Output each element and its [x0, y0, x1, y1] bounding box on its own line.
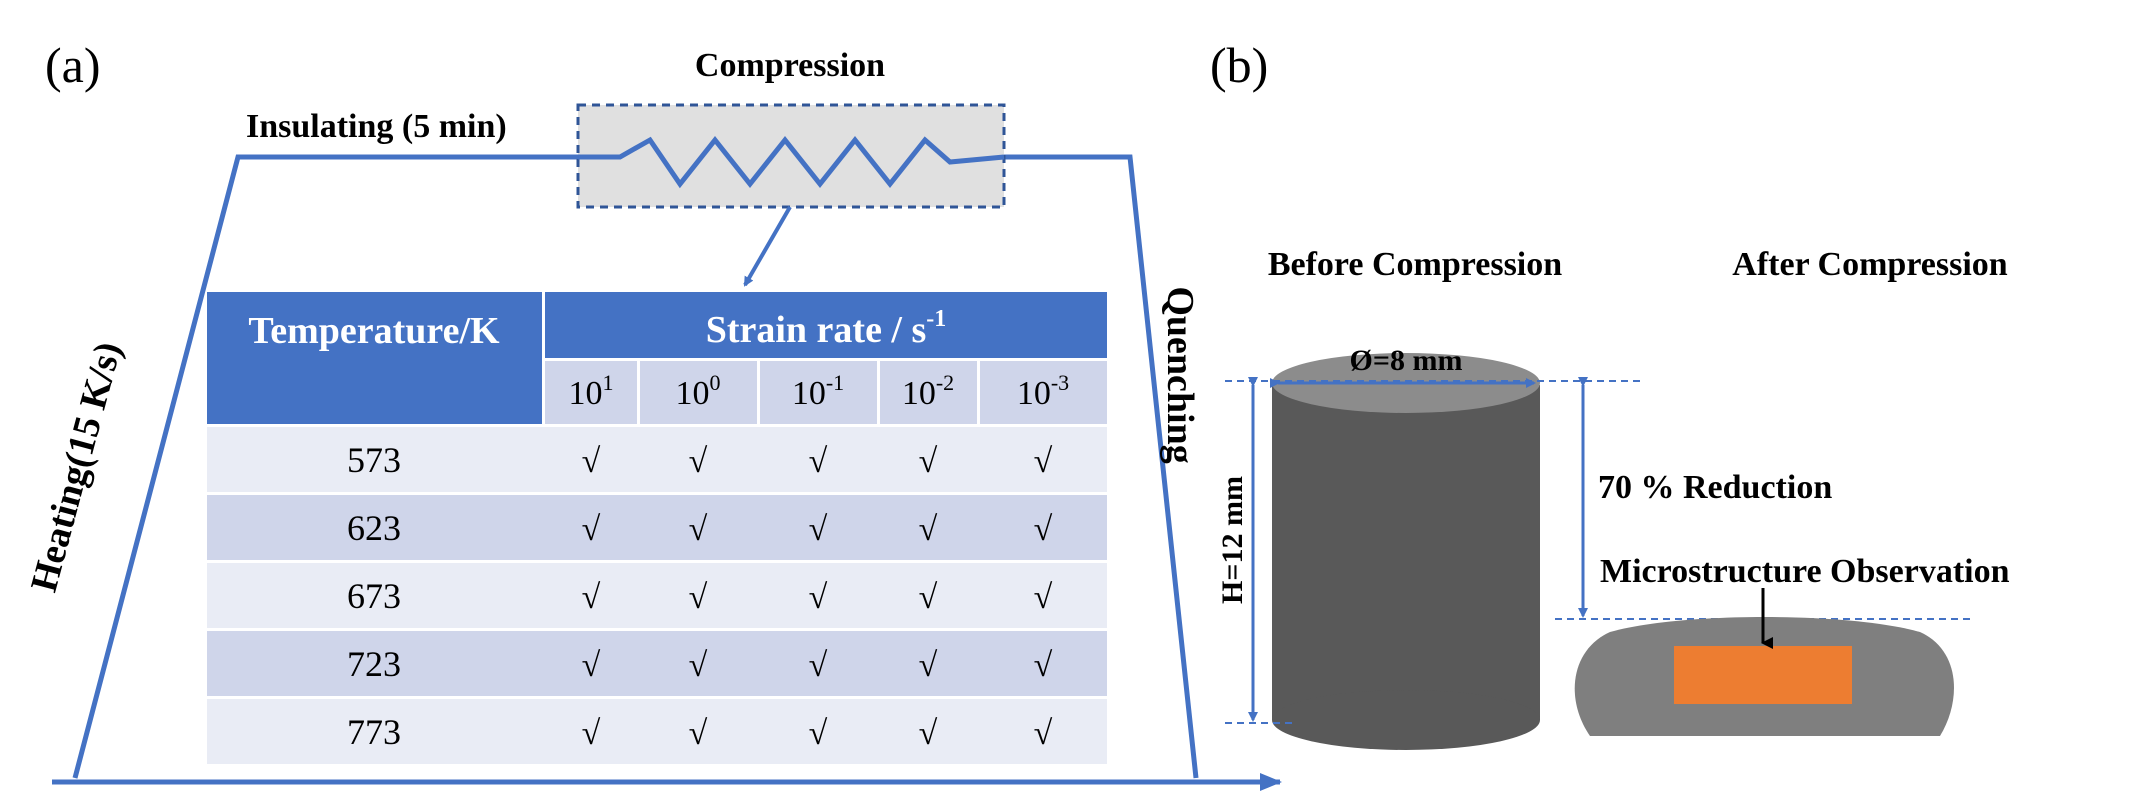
- check-mark: √: [919, 647, 938, 684]
- rate-label: 10-2: [902, 370, 954, 412]
- rate-exponent: 1: [603, 370, 614, 395]
- check-mark: √: [689, 511, 708, 548]
- table-row: 723 √ √ √ √ √: [207, 631, 1107, 696]
- zone-to-table-arrow: [743, 206, 792, 287]
- table-row: 573 √ √ √ √ √: [207, 427, 1107, 492]
- row-background: [207, 631, 1107, 696]
- cylinder-bottom: [1272, 690, 1540, 750]
- compression-zone: [576, 103, 1006, 209]
- reduction-label: 70 % Reduction: [1598, 469, 1832, 506]
- check-mark: √: [582, 579, 601, 616]
- rate-exponent: -2: [936, 370, 954, 395]
- panel-b-label: (b): [1210, 37, 1268, 93]
- rate-exponent: -3: [1051, 370, 1069, 395]
- rate-header-row: 101 100 10-1 10-2 10-3: [545, 361, 1107, 424]
- table-row: 623 √ √ √ √ √: [207, 495, 1107, 560]
- check-mark: √: [582, 647, 601, 684]
- rate-label: 100: [676, 370, 721, 412]
- row-background: [207, 563, 1107, 628]
- rate-label: 10-1: [792, 370, 844, 412]
- row-background: [207, 699, 1107, 764]
- quenching-label: Quenching: [1159, 286, 1201, 463]
- header-strain-cell: [545, 292, 1107, 358]
- rate-base: 10: [902, 375, 936, 412]
- check-mark: √: [809, 579, 828, 616]
- rate-header-cell: [880, 361, 977, 424]
- rate-header-cell: [980, 361, 1107, 424]
- temperature-value: 573: [347, 440, 401, 480]
- check-mark: √: [919, 715, 938, 752]
- rate-exponent: 0: [710, 370, 721, 395]
- header-strain-text: Strain rate / s-1: [706, 306, 947, 351]
- compression-zigzag: [578, 135, 1005, 189]
- header-temperature-cell: [207, 292, 542, 424]
- insulating-label: Insulating (5 min): [246, 108, 507, 145]
- row-background: [207, 427, 1107, 492]
- temperature-value: 723: [347, 644, 401, 684]
- compression-label: Compression: [695, 47, 885, 84]
- check-mark: √: [582, 443, 601, 480]
- temperature-value: 773: [347, 712, 401, 752]
- check-mark: √: [919, 511, 938, 548]
- rate-label: 101: [569, 370, 614, 412]
- check-mark: √: [809, 511, 828, 548]
- heating-label: Heating(15 K/s): [23, 338, 130, 597]
- check-mark: √: [689, 579, 708, 616]
- check-mark: √: [919, 579, 938, 616]
- check-mark: √: [689, 647, 708, 684]
- rate-base: 10: [792, 375, 826, 412]
- header-temperature-text: Temperature/K: [248, 310, 500, 352]
- observation-region: [1674, 646, 1852, 704]
- check-mark: √: [1034, 715, 1053, 752]
- height-label: H=12 mm: [1216, 476, 1249, 604]
- cylinder-body: [1272, 385, 1540, 720]
- check-mark: √: [689, 443, 708, 480]
- check-mark: √: [1034, 579, 1053, 616]
- row-background: [207, 495, 1107, 560]
- temperature-value: 673: [347, 576, 401, 616]
- rate-exponent: -1: [826, 370, 844, 395]
- check-mark: √: [809, 715, 828, 752]
- rate-base: 10: [569, 375, 603, 412]
- rate-base: 10: [1017, 375, 1051, 412]
- check-mark: √: [809, 647, 828, 684]
- panel-a-label: (a): [45, 37, 101, 93]
- check-mark: √: [809, 443, 828, 480]
- rate-label: 10-3: [1017, 370, 1069, 412]
- rate-base: 10: [676, 375, 710, 412]
- check-mark: √: [689, 715, 708, 752]
- check-mark: √: [582, 511, 601, 548]
- rate-header-cell: [760, 361, 877, 424]
- table-row: 673 √ √ √ √ √: [207, 563, 1107, 628]
- rate-header-cell: [640, 361, 757, 424]
- rate-header-cell: [545, 361, 637, 424]
- table-row: 773 √ √ √ √ √: [207, 699, 1107, 764]
- before-compression-label: Before Compression: [1268, 246, 1562, 283]
- check-mark: √: [1034, 443, 1053, 480]
- strain-rate-label: Strain rate / s: [706, 309, 927, 351]
- after-compression-label: After Compression: [1732, 246, 2008, 283]
- microstructure-label: Microstructure Observation: [1600, 553, 2010, 590]
- check-mark: √: [1034, 647, 1053, 684]
- diameter-label: Ø=8 mm: [1350, 344, 1463, 377]
- check-mark: √: [582, 715, 601, 752]
- strain-rate-exponent: -1: [926, 306, 946, 332]
- process-table: Temperature/K Strain rate / s-1 101 100 …: [207, 292, 1107, 764]
- check-mark: √: [919, 443, 938, 480]
- cylinder-specimen: [1272, 353, 1540, 750]
- temperature-value: 623: [347, 508, 401, 548]
- check-mark: √: [1034, 511, 1053, 548]
